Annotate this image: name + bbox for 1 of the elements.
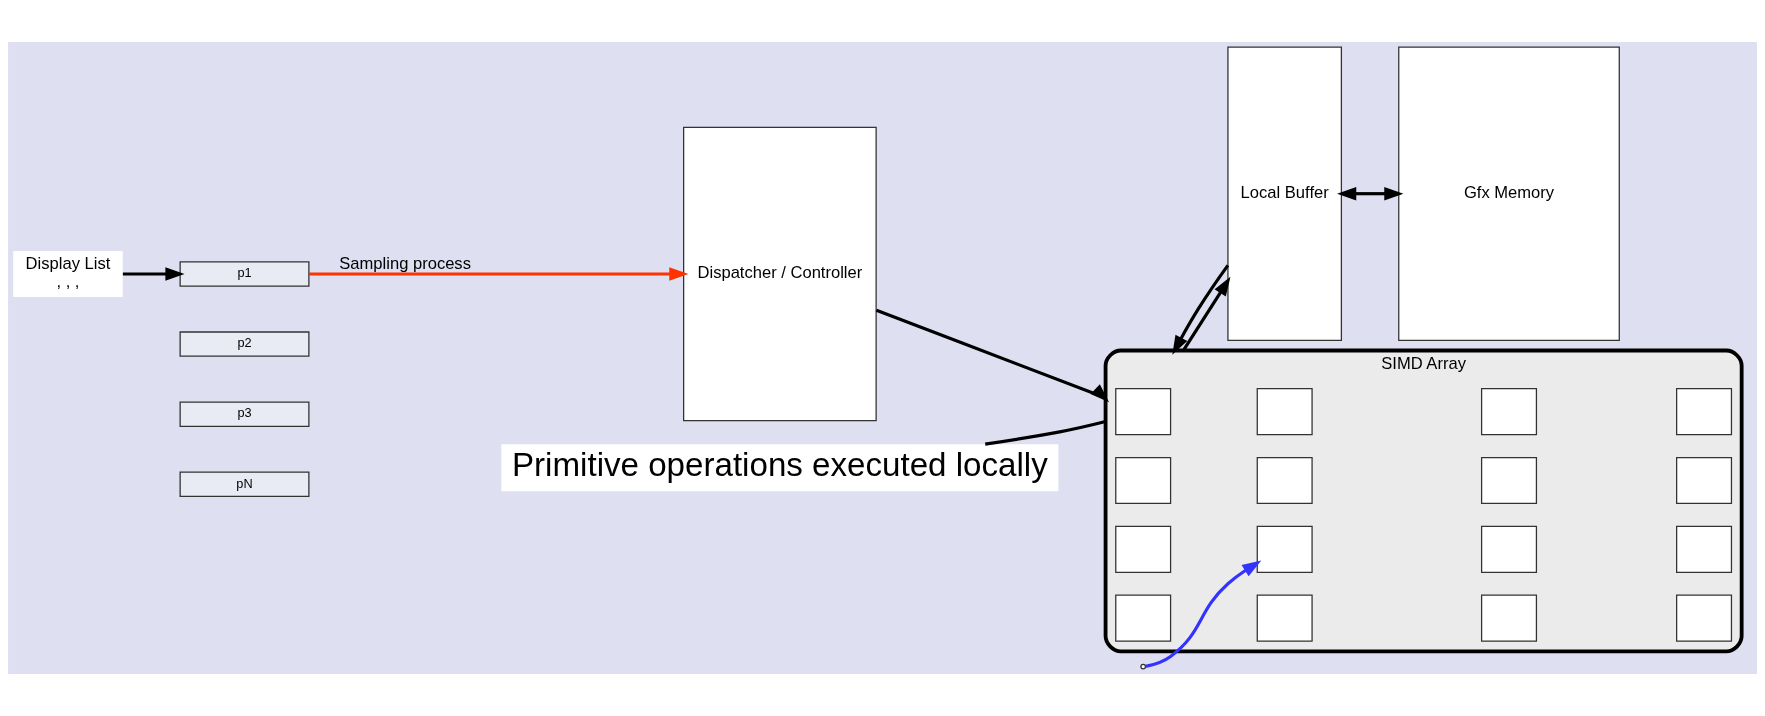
edge-label: Sampling process: [339, 254, 471, 274]
